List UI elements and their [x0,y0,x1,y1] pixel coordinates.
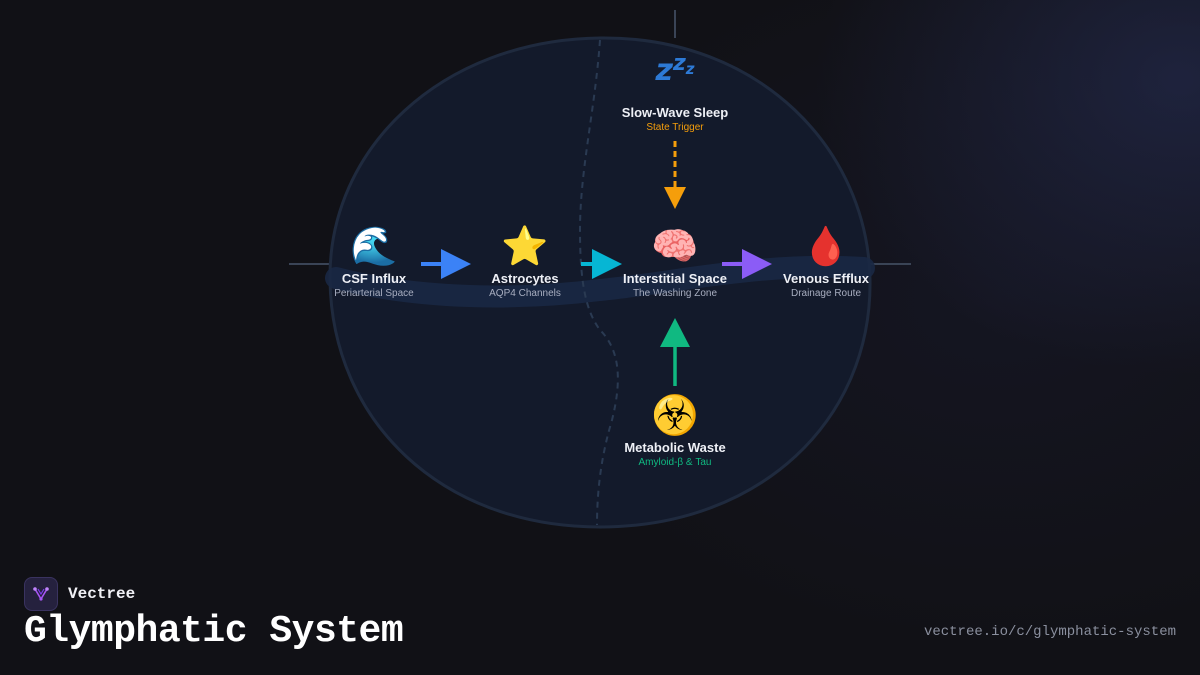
brand: Vectree [24,577,135,611]
drop-of-blood-icon: 🩸 [802,224,850,268]
node-astrocytes: ⭐ Astrocytes AQP4 Channels [445,224,605,299]
node-interstitial-space: 🧠 Interstitial Space The Washing Zone [595,224,755,299]
node-subtitle: AQP4 Channels [489,288,561,299]
page-url: vectree.io/c/glymphatic-system [923,624,1176,640]
node-csf-influx: 🌊 CSF Influx Periarterial Space [294,224,454,299]
node-title: Interstitial Space [622,271,728,286]
midline-fissure [578,39,619,526]
arrow-astrocytes-to-interstitial [581,249,622,279]
node-title: Metabolic Waste [624,440,726,455]
flow-band [325,255,875,308]
node-title: Astrocytes [491,271,559,286]
arrow-sleep-to-interstitial [664,141,686,209]
node-subtitle: State Trigger [646,122,704,133]
node-title: Slow-Wave Sleep [621,105,729,120]
brand-name: Vectree [68,585,136,603]
biohazard-icon: ☣️ [651,393,699,437]
water-wave-icon: 🌊 [350,224,398,268]
arrow-waste-to-interstitial [660,318,690,386]
arrow-interstitial-to-venous [722,249,772,279]
node-subtitle: Periarterial Space [334,288,414,299]
node-title: Venous Efflux [783,271,869,286]
star-icon: ⭐ [501,224,549,268]
node-metabolic-waste: ☣️ Metabolic Waste Amyloid-β & Tau [595,393,755,468]
node-subtitle: Drainage Route [790,288,862,299]
vectree-logo-icon [24,577,58,611]
node-title: CSF Influx [341,271,407,286]
arrow-csf-to-astrocytes [421,249,471,279]
zzz-icon: zzz [655,51,695,88]
node-subtitle: Amyloid-β & Tau [638,457,712,468]
page-title: Glymphatic System [24,610,404,653]
node-venous-efflux: 🩸 Venous Efflux Drainage Route [746,224,906,299]
node-subtitle: The Washing Zone [632,288,718,299]
node-slow-wave-sleep: Slow-Wave Sleep State Trigger [595,102,755,133]
brain-icon: 🧠 [651,224,699,268]
